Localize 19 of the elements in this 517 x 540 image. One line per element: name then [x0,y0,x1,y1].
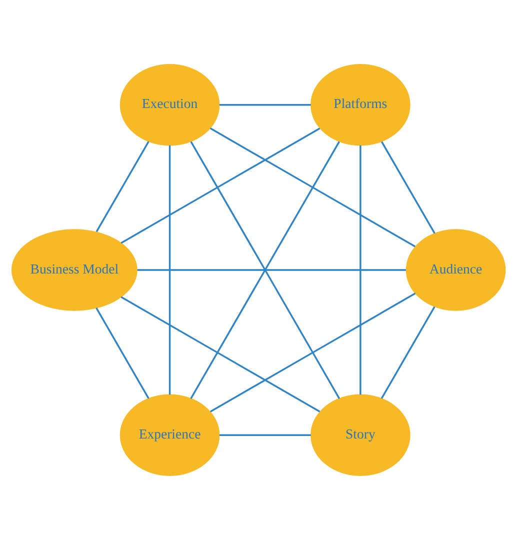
connector [168,145,171,395]
connector [96,308,150,399]
connector [219,104,311,106]
node-ellipse: Execution [120,64,220,146]
connector [137,269,406,271]
connector [210,128,416,248]
node-ellipse: Story [310,394,410,476]
connector [120,128,320,244]
node-ellipse: Platforms [310,64,410,146]
connector [380,141,436,234]
connector [219,434,311,436]
node-ellipse: Business Model [11,229,138,311]
node-ellipse: Audience [406,229,506,311]
connector [96,141,150,232]
connector [210,292,416,412]
connector [380,306,436,399]
node-ellipse: Experience [120,394,220,476]
connector [360,145,362,395]
connector [120,296,320,412]
